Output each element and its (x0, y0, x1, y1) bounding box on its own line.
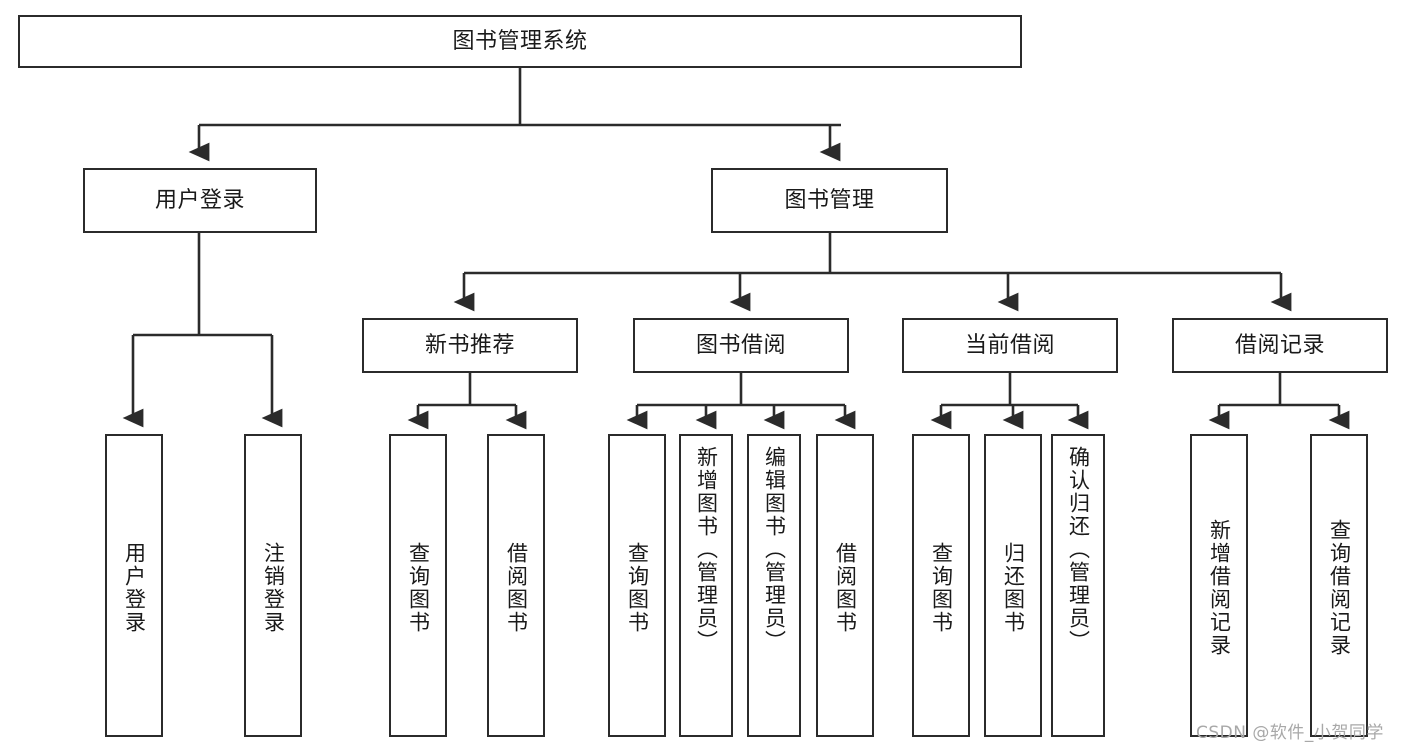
node-book-manage-label: 图书管理 (784, 187, 875, 213)
edges-book-manage-to-level3 (453, 233, 1292, 312)
node-leaf-query-book-2-label: 查询图书 (625, 541, 650, 634)
node-leaf-borrow-book-1-label: 借阅图书 (504, 541, 529, 634)
node-leaf-add-record[interactable]: 新增借阅记录 (1190, 434, 1248, 737)
node-leaf-borrow-book-2[interactable]: 借阅图书 (816, 434, 874, 737)
node-leaf-borrow-book-2-label: 借阅图书 (833, 541, 858, 634)
csdn-watermark: CSDN @软件_小贺同学 (1196, 723, 1384, 743)
node-leaf-add-book-label: 新增图书（管理员） (694, 446, 719, 653)
node-borrow-record-label: 借阅记录 (1234, 332, 1325, 358)
node-book-borrow-label: 图书借阅 (695, 332, 786, 358)
node-current-borrow[interactable]: 当前借阅 (902, 318, 1118, 373)
edges-book-borrow-to-leaves (626, 373, 856, 430)
node-leaf-edit-book[interactable]: 编辑图书（管理员） (747, 434, 801, 737)
node-leaf-user-login[interactable]: 用户登录 (105, 434, 163, 737)
node-book-borrow[interactable]: 图书借阅 (633, 318, 849, 373)
node-leaf-return-book-label: 归还图书 (1001, 541, 1026, 634)
node-leaf-query-record[interactable]: 查询借阅记录 (1310, 434, 1368, 737)
node-leaf-query-book-3[interactable]: 查询图书 (912, 434, 970, 737)
node-leaf-user-logout[interactable]: 注销登录 (244, 434, 302, 737)
edges-current-borrow-to-leaves (930, 373, 1089, 430)
node-leaf-return-book[interactable]: 归还图书 (984, 434, 1042, 737)
node-leaf-borrow-book-1[interactable]: 借阅图书 (487, 434, 545, 737)
node-leaf-user-login-label: 用户登录 (122, 541, 147, 634)
node-leaf-query-book-3-label: 查询图书 (929, 541, 954, 634)
edges-user-login-to-leaves (122, 233, 283, 428)
node-current-borrow-label: 当前借阅 (964, 332, 1055, 358)
node-leaf-query-record-label: 查询借阅记录 (1327, 518, 1352, 657)
node-leaf-query-book-2[interactable]: 查询图书 (608, 434, 666, 737)
node-root-label: 图书管理系统 (452, 28, 588, 54)
node-leaf-add-book[interactable]: 新增图书（管理员） (679, 434, 733, 737)
node-leaf-confirm-return-label: 确认归还（管理员） (1066, 446, 1091, 653)
node-new-book-rec[interactable]: 新书推荐 (362, 318, 578, 373)
node-leaf-confirm-return[interactable]: 确认归还（管理员） (1051, 434, 1105, 737)
node-new-book-rec-label: 新书推荐 (424, 332, 515, 358)
edges-new-book-rec-to-leaves (407, 373, 527, 430)
edges-borrow-record-to-leaves (1208, 373, 1350, 430)
edges-root-to-level2 (188, 68, 841, 162)
node-user-login[interactable]: 用户登录 (83, 168, 317, 233)
node-root[interactable]: 图书管理系统 (18, 15, 1022, 68)
node-leaf-add-record-label: 新增借阅记录 (1207, 518, 1232, 657)
node-book-manage[interactable]: 图书管理 (711, 168, 948, 233)
node-user-login-label: 用户登录 (154, 187, 245, 213)
node-leaf-user-logout-label: 注销登录 (261, 541, 286, 634)
node-leaf-query-book-1[interactable]: 查询图书 (389, 434, 447, 737)
node-leaf-edit-book-label: 编辑图书（管理员） (762, 446, 787, 653)
node-borrow-record[interactable]: 借阅记录 (1172, 318, 1388, 373)
node-leaf-query-book-1-label: 查询图书 (406, 541, 431, 634)
